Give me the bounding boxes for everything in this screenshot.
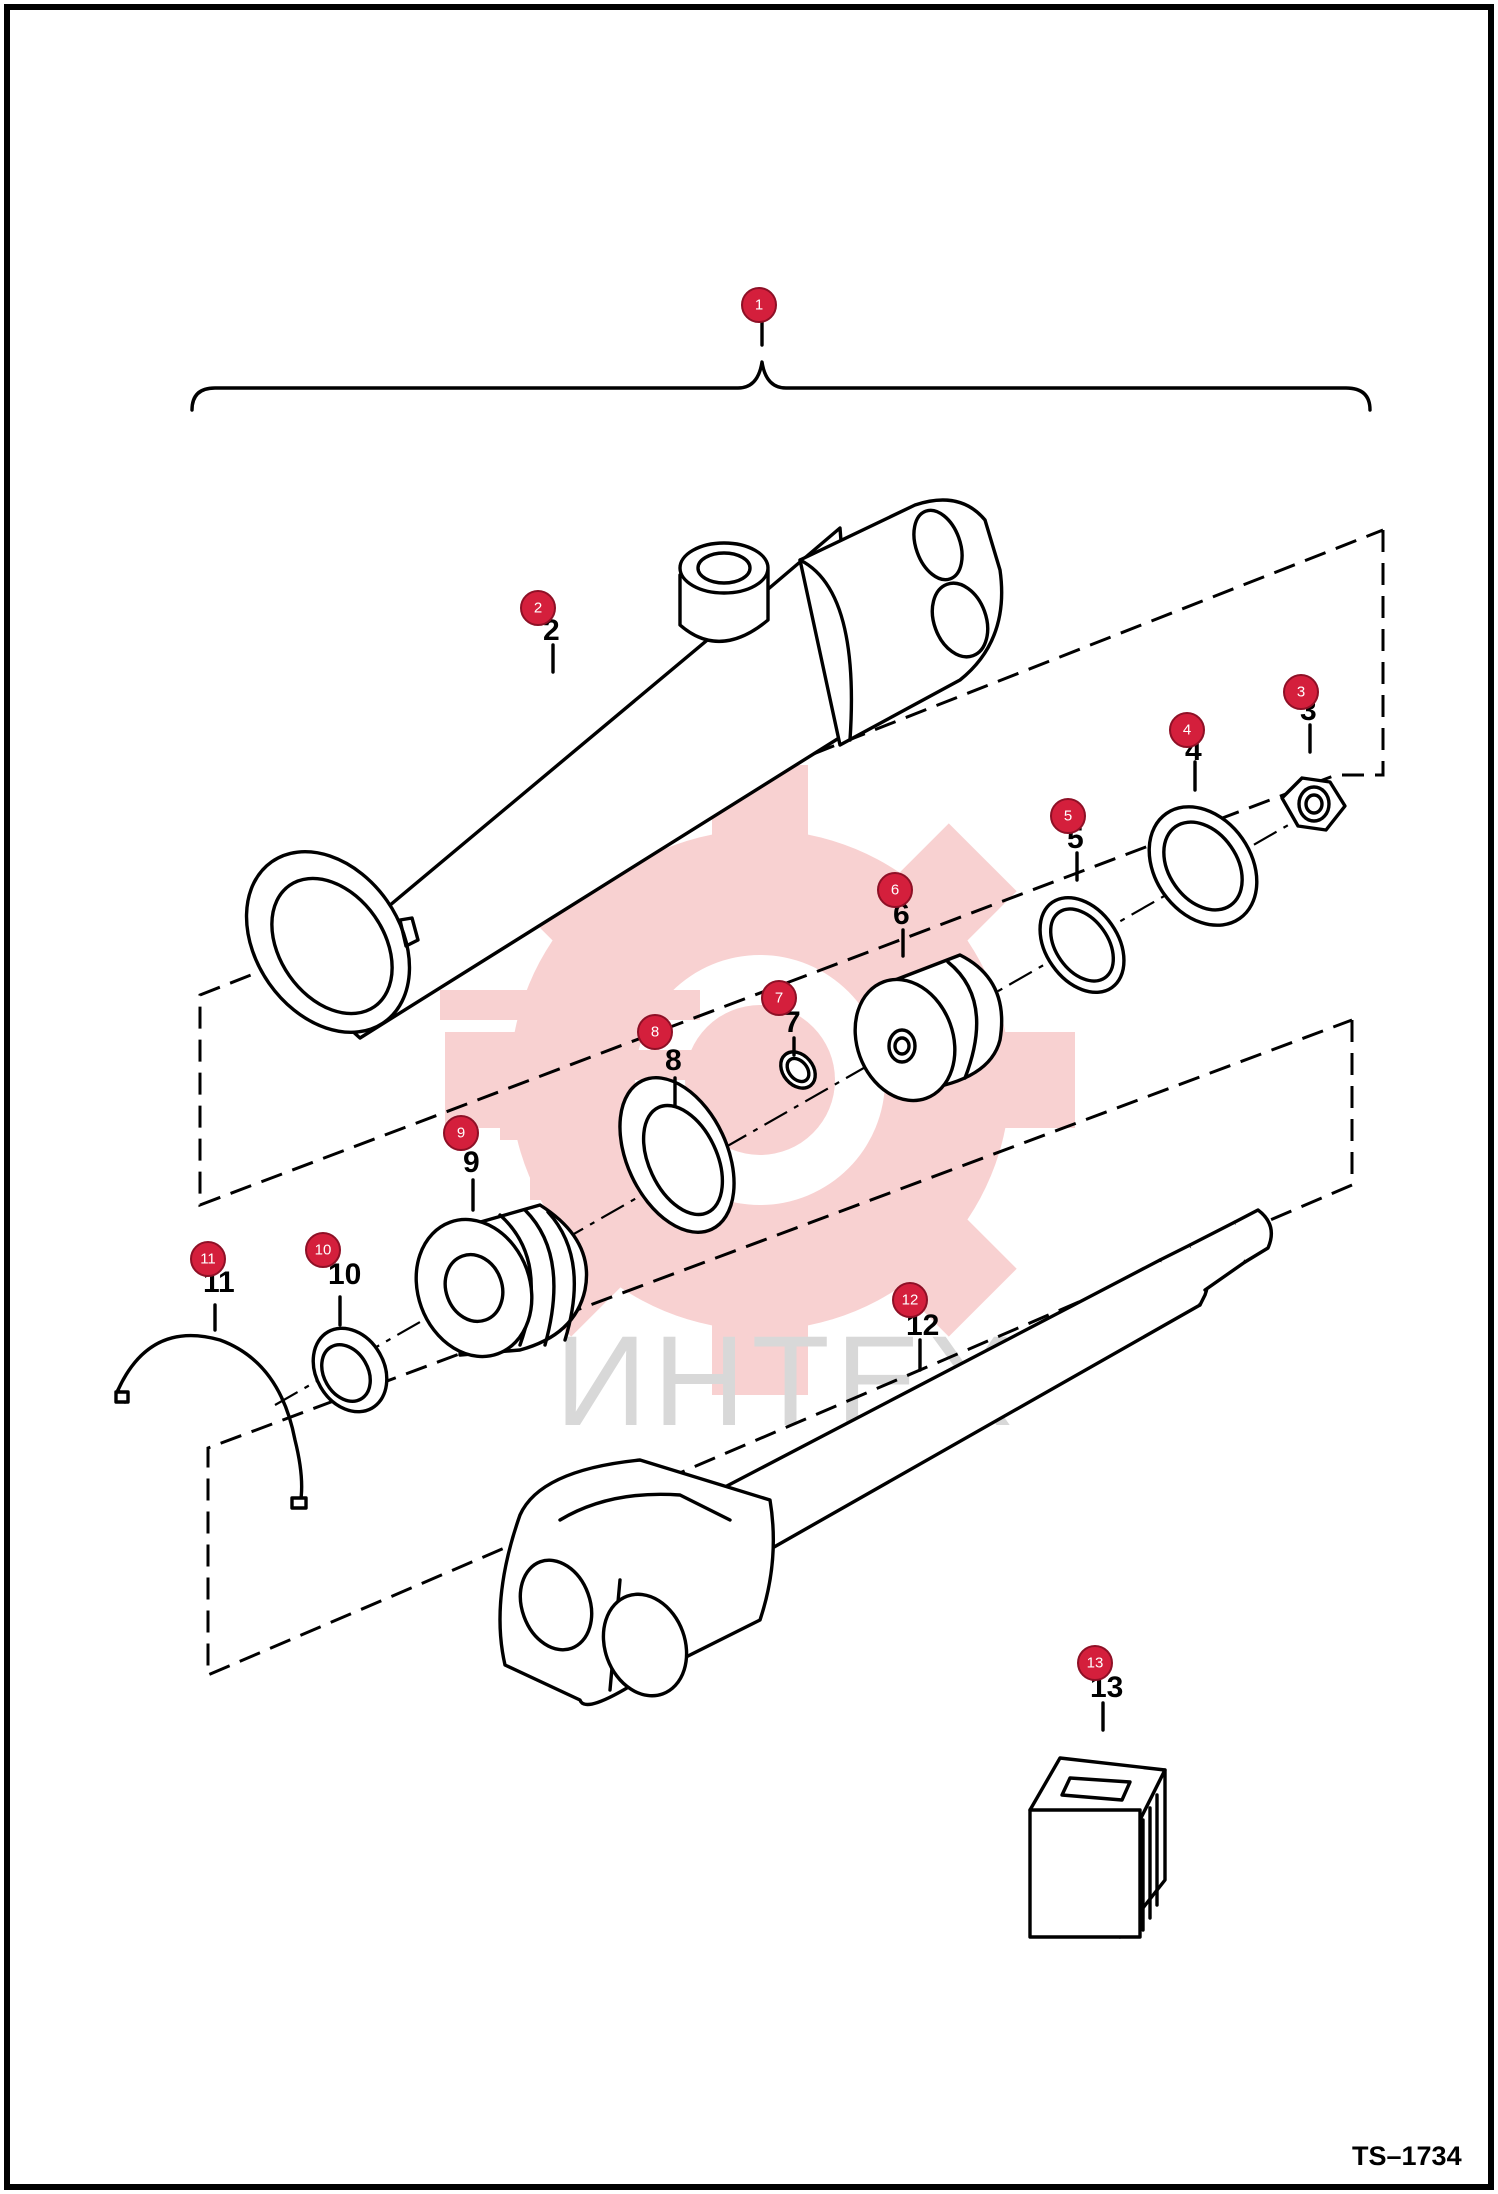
rod-wiper-ring [1147, 805, 1259, 927]
lock-nut [1280, 776, 1347, 832]
callout-marker-1[interactable]: 1 [741, 287, 777, 323]
callout-marker-9[interactable]: 9 [443, 1115, 479, 1151]
callout-marker-10[interactable]: 10 [305, 1232, 341, 1268]
svg-text:5: 5 [1064, 808, 1072, 825]
svg-text:3: 3 [1297, 684, 1305, 701]
seal-kit-box [1028, 1756, 1167, 1939]
snap-ring [114, 1333, 308, 1510]
piston-seal [311, 1326, 389, 1414]
svg-text:7: 7 [775, 990, 783, 1007]
item-number-7: 7 [784, 1006, 801, 1039]
callout-marker-3[interactable]: 3 [1283, 674, 1319, 710]
callout-marker-7[interactable]: 7 [761, 980, 797, 1016]
assembly-bracket [190, 360, 1372, 412]
svg-text:8: 8 [651, 1024, 659, 1041]
item-number-9: 9 [463, 1146, 480, 1179]
figure-id: TS–1734 [1352, 2141, 1462, 2171]
callout-marker-6[interactable]: 6 [877, 872, 913, 908]
svg-text:13: 13 [1087, 1655, 1104, 1672]
rod-seal-ring [1038, 895, 1126, 995]
svg-text:2: 2 [534, 600, 542, 617]
piston [414, 1203, 589, 1359]
small-o-ring [779, 1050, 817, 1090]
svg-text:1: 1 [755, 297, 763, 314]
svg-text:6: 6 [891, 882, 899, 899]
diagram-frame [4, 4, 1494, 2190]
callout-marker-2[interactable]: 2 [520, 590, 556, 626]
callout-marker-5[interactable]: 5 [1050, 798, 1086, 834]
callout-marker-8[interactable]: 8 [637, 1014, 673, 1050]
svg-text:11: 11 [200, 1251, 216, 1268]
cylinder-barrel [244, 498, 1004, 1040]
callout-marker-4[interactable]: 4 [1169, 712, 1205, 748]
svg-text:9: 9 [457, 1125, 465, 1142]
callout-marker-13[interactable]: 13 [1077, 1645, 1113, 1681]
callout-marker-12[interactable]: 12 [892, 1282, 928, 1318]
item-number-8: 8 [665, 1044, 682, 1077]
piston-rod [498, 1208, 1273, 1707]
cylinder-head [853, 953, 1004, 1103]
flat-washer [618, 1076, 736, 1234]
phantom-outline-lower [206, 1018, 1354, 1678]
svg-text:12: 12 [902, 1292, 919, 1309]
svg-text:10: 10 [315, 1242, 332, 1259]
svg-text:4: 4 [1183, 722, 1191, 739]
callout-marker-11[interactable]: 11 [190, 1241, 226, 1277]
